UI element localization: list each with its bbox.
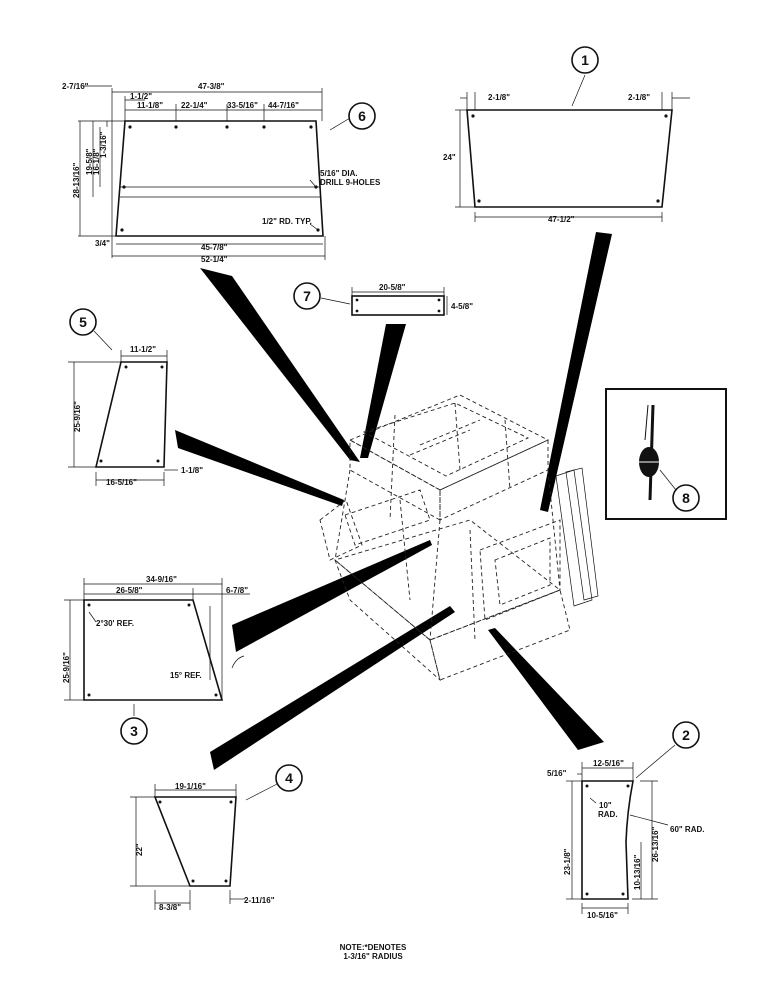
glass-panel-6: 2-7/16" 47-3/8" 1-1/2" 11-1/8" 22-1/4" 3… xyxy=(62,82,381,264)
p3-dim-top: 26-5/8" xyxy=(116,586,143,595)
callout-5: 5 xyxy=(79,314,87,330)
p1-dim-height: 24" xyxy=(443,153,456,162)
p6-dim-22-1-4: 22-1/4" xyxy=(181,101,208,110)
p6-dim-45-7-8: 45-7/8" xyxy=(201,243,228,252)
ray-panel6 xyxy=(200,268,360,462)
p6-note-rd: 1/2" RD. TYP. xyxy=(262,217,312,226)
p4-dim-height: 22" xyxy=(135,843,144,856)
footnote: NOTE:*DENOTES 1-3/16" RADIUS xyxy=(340,943,407,961)
panel-5-outline xyxy=(94,361,168,468)
glass-panel-7: 20-5/8" 4-5/8" xyxy=(320,283,473,316)
callout-2: 2 xyxy=(682,727,690,743)
callout-6: 6 xyxy=(358,108,366,124)
ray-panel1 xyxy=(540,232,612,512)
p6-dim-19-5-8: 19-5/8" xyxy=(85,148,94,175)
p4-dim-bottom: 8-3/8" xyxy=(159,903,181,912)
p6-dim-11-1-8: 11-1/8" xyxy=(137,101,163,110)
ray-panel5 xyxy=(175,430,344,506)
footnote-line-2: 1-3/16" RADIUS xyxy=(343,952,403,961)
p6-dim-3-4: 3/4" xyxy=(95,239,110,248)
p6-dim-44-7-16: 44-7/16" xyxy=(268,101,299,110)
ray-panel7 xyxy=(360,324,406,458)
p2-dim-bottom: 10-5/16" xyxy=(587,911,618,920)
glass-panel-2: 12-5/16" 5/16" 10" RAD. 60" RAD. 23-1/8"… xyxy=(547,744,704,920)
cab-assembly xyxy=(319,394,599,682)
p2-rad-small-b: RAD. xyxy=(598,810,618,819)
callout-4: 4 xyxy=(285,770,293,786)
p3-dim-total: 34-9/16" xyxy=(146,575,177,584)
panel-2-outline xyxy=(581,780,634,900)
p7-dim-height: 4-5/8" xyxy=(451,302,473,311)
seal-detail xyxy=(605,388,727,520)
glass-panel-3: 34-9/16" 26-5/8" 6-7/8" 25-9/16" 2°30' R… xyxy=(62,575,250,716)
panel-1-outline xyxy=(466,109,673,208)
p3-dim-offset: 6-7/8" xyxy=(226,586,248,595)
p4-dim-offset: 2-11/16" xyxy=(244,896,275,905)
p3-dim-height: 25-9/16" xyxy=(62,652,71,683)
p6-dim-52-1-4: 52-1/4" xyxy=(201,255,228,264)
p6-dim-1-1-2: 1-1/2" xyxy=(130,92,152,101)
ray-panel2 xyxy=(488,628,604,750)
p4-dim-top: 19-1/16" xyxy=(175,782,206,791)
p6-dim-28-13-16: 28-13/16" xyxy=(72,162,81,198)
p5-dim-height: 25-9/16" xyxy=(73,401,82,432)
p6-note-dia: 5/16" DIA. xyxy=(320,169,358,178)
p1-dim-left: 2-1/8" xyxy=(488,93,510,102)
p7-dim-width: 20-5/8" xyxy=(379,283,406,292)
panel-6-outline xyxy=(115,120,324,237)
p1-dim-width: 47-1/2" xyxy=(548,215,575,224)
p2-dim-height: 23-1/8" xyxy=(563,848,572,875)
panel-7-outline xyxy=(351,295,445,316)
callout-1: 1 xyxy=(581,52,589,68)
p5-dim-bottom: 16-5/16" xyxy=(106,478,137,487)
p2-dim-height-right: 26-13/16" xyxy=(651,826,660,862)
panel-4-outline xyxy=(153,796,237,887)
p5-dim-top: 11-1/2" xyxy=(130,345,156,354)
p2-rad-small-a: 10" xyxy=(599,801,612,810)
p6-dim-47-3-8: 47-3/8" xyxy=(198,82,225,91)
glass-panel-1: 2-1/8" 2-1/8" 24" 47-1/2" xyxy=(443,74,690,224)
p6-dim-1-3-16: 1-3/16" xyxy=(99,131,108,158)
p6-dim-2-7-16: 2-7/16" xyxy=(62,82,89,91)
p3-angle-a: 2°30' REF. xyxy=(96,619,134,628)
glass-panel-5: 11-1/2" 25-9/16" 16-5/16" 1-1/8" xyxy=(68,330,203,487)
p5-dim-offset: 1-1/8" xyxy=(181,466,203,475)
callout-3: 3 xyxy=(130,723,138,739)
p2-rad-large: 60" RAD. xyxy=(670,825,704,834)
ray-panel3-curve xyxy=(231,655,245,669)
glass-panel-4: 19-1/16" 22" 8-3/8" 2-11/16" xyxy=(130,782,280,912)
p2-dim-lower: 10-13/16" xyxy=(633,854,642,890)
callout-8: 8 xyxy=(682,490,690,506)
p2-dim-top: 12-5/16" xyxy=(593,759,624,768)
p2-dim-offset: 5/16" xyxy=(547,769,567,778)
callout-7: 7 xyxy=(303,288,311,304)
leader-rays xyxy=(175,232,612,770)
p3-angle-b: 15° REF. xyxy=(170,671,202,680)
p6-dim-33-5-16: 33-5/16" xyxy=(227,101,258,110)
callouts: 1 2 3 4 5 6 7 8 xyxy=(69,46,700,792)
panel-3-outline xyxy=(83,599,224,701)
p1-dim-right: 2-1/8" xyxy=(628,93,650,102)
p6-note-drill: DRILL 9-HOLES xyxy=(320,178,381,187)
ray-panel3 xyxy=(232,540,432,652)
p6-dim-16-1-8: 16-1/8" xyxy=(92,148,101,175)
ray-panel4 xyxy=(210,606,455,770)
footnote-line-1: NOTE:*DENOTES xyxy=(340,943,407,952)
